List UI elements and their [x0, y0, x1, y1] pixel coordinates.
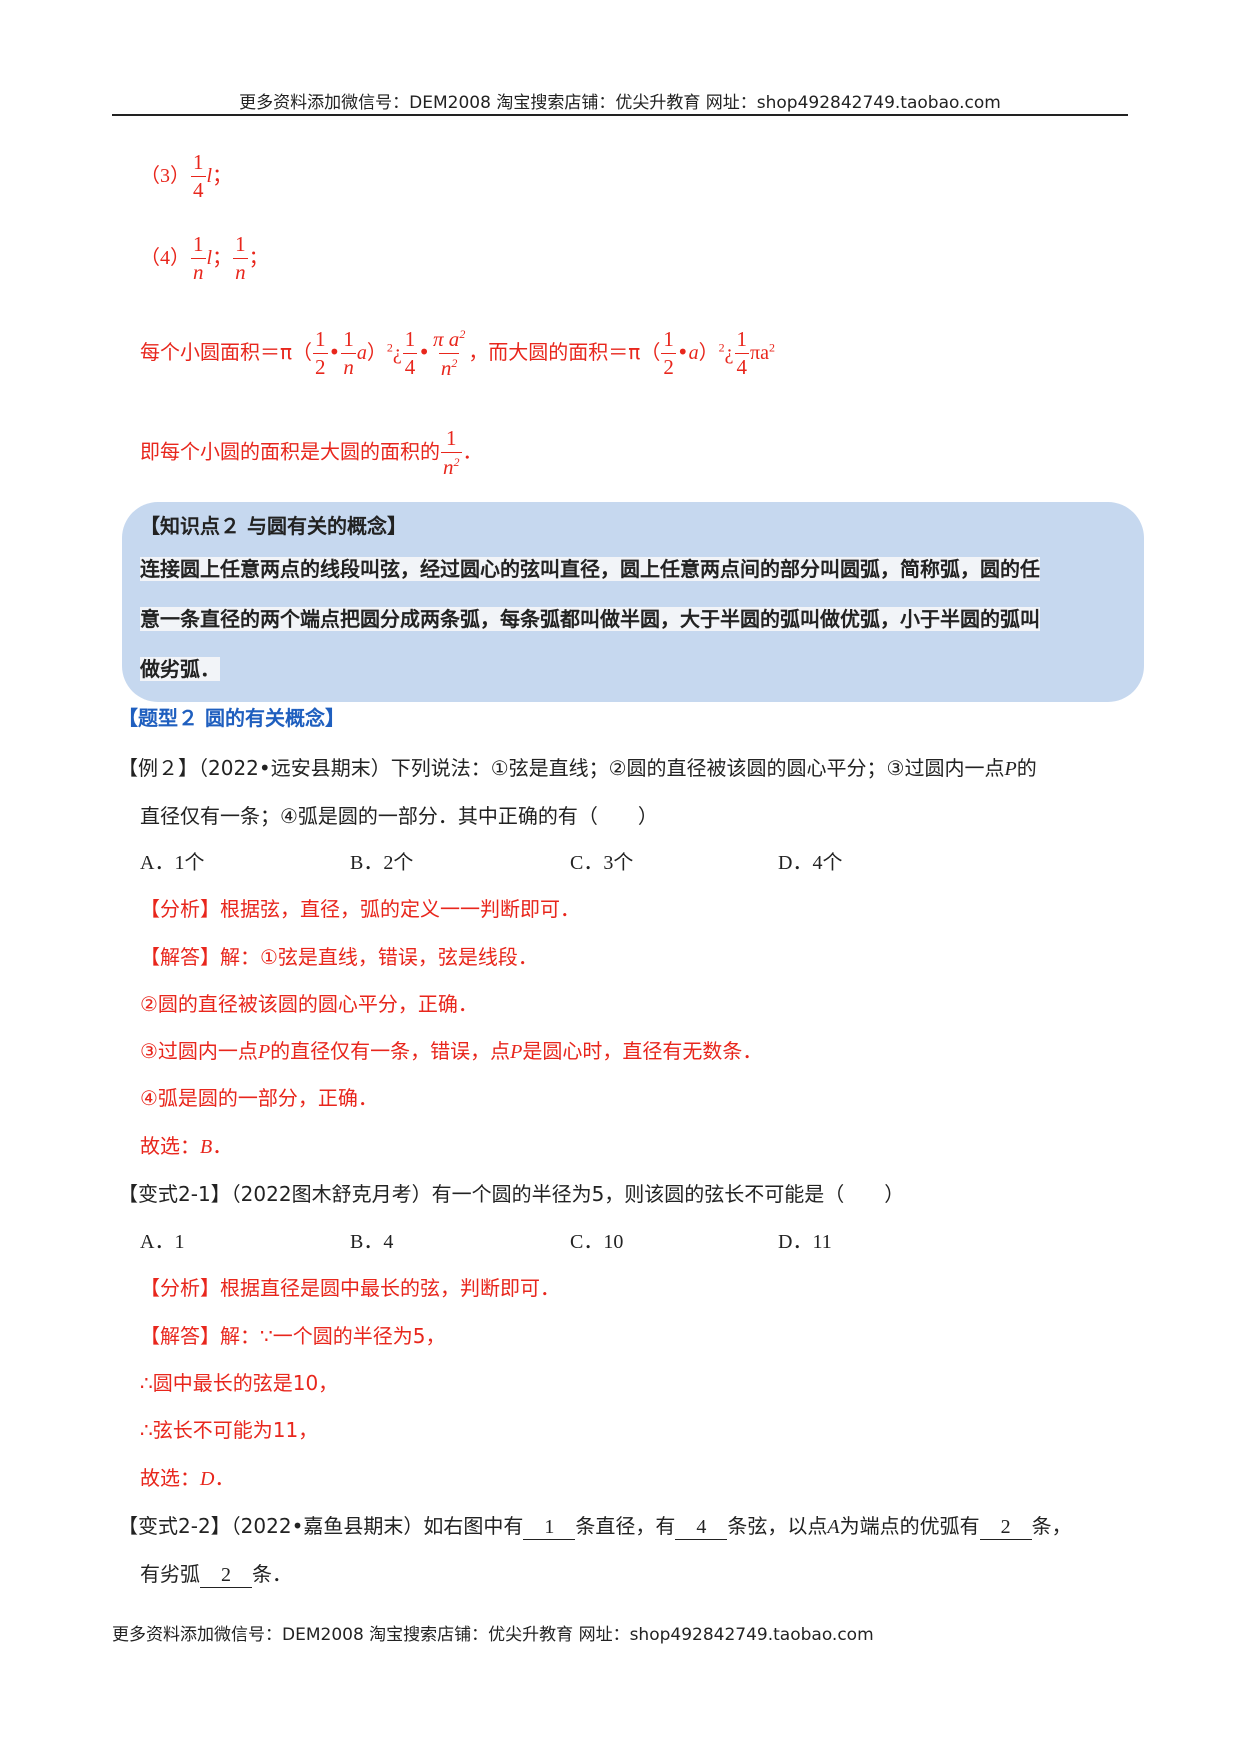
option-a: A．1个: [140, 852, 205, 874]
example-2-line-2: 直径仅有一条；④弧是圆的一部分．其中正确的有（ ）: [140, 804, 658, 828]
answer-4-label: （4）: [140, 247, 190, 269]
answer-blank-1: 1: [523, 1516, 576, 1540]
option-a: A．1: [140, 1231, 185, 1253]
option-c: C．3个: [570, 852, 634, 874]
answer-blank-2: 4: [675, 1516, 728, 1540]
answer-blank-4: 2: [200, 1564, 252, 1588]
variant-2-1-line-1: 【变式2-1】（2022图木舒克月考）有一个圆的半径为5，则该圆的弦长不可能是（…: [118, 1182, 905, 1206]
example-2-solution-2: ②圆的直径被该圆的圆心平分，正确．: [140, 992, 478, 1016]
variant-2-1-solution-3: ∴弦长不可能为11，: [140, 1418, 319, 1442]
example-2-solution-1: 【解答】解：①弦是直线，错误，弦是线段．: [140, 945, 538, 969]
header-divider: [112, 114, 1128, 116]
knowledge-point-box: 【知识点２ 与圆有关的概念】 连接圆上任意两点的线段叫弦，经过圆心的弦叫直径，圆…: [122, 502, 1144, 702]
answer-3-label: （3）: [140, 165, 190, 187]
option-d: D．4个: [778, 852, 843, 874]
variant-2-1-analysis: 【分析】根据直径是圆中最长的弦，判断即可．: [140, 1276, 560, 1300]
variant-2-1-choice: 故选：D．: [140, 1466, 235, 1490]
example-2-solution-4: ④弧是圆的一部分，正确．: [140, 1086, 378, 1110]
option-b: B．2个: [350, 852, 414, 874]
option-c: C．10: [570, 1231, 624, 1253]
answer-blank-3: 2: [979, 1516, 1032, 1540]
example-2-analysis: 【分析】根据弦，直径，弧的定义一一判断即可．: [140, 897, 580, 921]
option-d: D．11: [778, 1231, 832, 1253]
example-2-line-1: 【例２】（2022•远安县期末）下列说法：①弦是直线；②圆的直径被该圆的圆心平分…: [118, 756, 1037, 780]
page-header: 更多资料添加微信号：DEM2008 淘宝搜索店铺：优尖升教育 网址：shop49…: [239, 93, 1001, 113]
variant-2-1-solution-1: 【解答】解：∵一个圆的半径为5，: [140, 1324, 446, 1348]
knowledge-point-title: 【知识点２ 与圆有关的概念】: [140, 514, 407, 538]
question-type-title: 【题型２ 圆的有关概念】: [118, 706, 345, 730]
example-2-solution-3: ③过圆内一点P的直径仅有一条，错误，点P是圆心时，直径有无数条．: [140, 1039, 763, 1063]
example-2-choice: 故选：B．: [140, 1134, 233, 1158]
option-b: B．4: [350, 1231, 394, 1253]
variant-2-1-solution-2: ∴圆中最长的弦是10，: [140, 1371, 339, 1395]
page-footer: 更多资料添加微信号：DEM2008 淘宝搜索店铺：优尖升教育 网址：shop49…: [112, 1625, 874, 1645]
knowledge-point-text: 连接圆上任意两点的线段叫弦，经过圆心的弦叫直径，圆上任意两点间的部分叫圆弧，简称…: [140, 557, 1040, 681]
